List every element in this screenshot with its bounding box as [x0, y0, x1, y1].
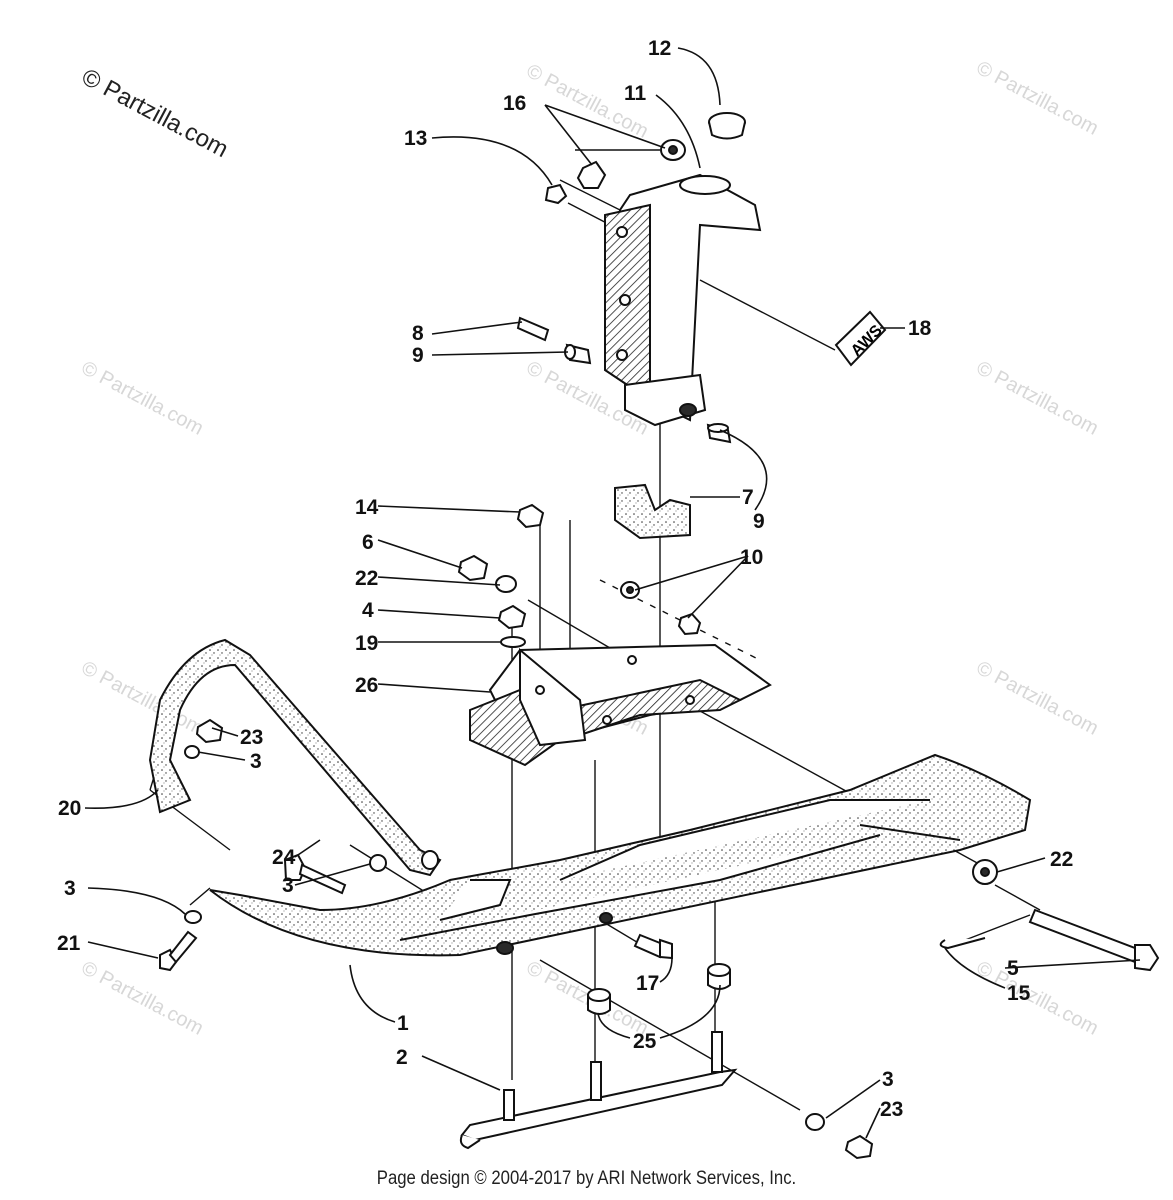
- callout-9b: 9: [753, 510, 765, 533]
- callout-25: 25: [633, 1030, 657, 1053]
- callout-8: 8: [412, 322, 424, 345]
- callout-3a: 3: [250, 750, 262, 773]
- callout-14: 14: [355, 496, 379, 519]
- bushing-9: [564, 343, 592, 365]
- callout-4: 4: [362, 599, 374, 622]
- hardware-stack: [457, 503, 545, 648]
- callout-10: 10: [740, 546, 763, 569]
- callout-5: 5: [1007, 957, 1019, 980]
- callout-2: 2: [396, 1046, 408, 1069]
- callout-18: 18: [908, 317, 932, 340]
- bolt-21: [159, 910, 202, 972]
- callout-19: 19: [355, 632, 378, 655]
- hardware-10: [620, 581, 702, 636]
- callout-23b: 23: [880, 1098, 903, 1121]
- watermark: © Partzilla.com: [78, 957, 207, 1040]
- callout-21: 21: [57, 932, 81, 955]
- callout-3b: 3: [282, 874, 294, 897]
- callout-13: 13: [404, 127, 427, 150]
- callout-17: 17: [636, 972, 659, 995]
- bolt-13: [544, 183, 568, 205]
- plug: [708, 112, 746, 140]
- nut-washer-16: [576, 139, 686, 189]
- ski: [209, 753, 1032, 957]
- leader-lines: [84, 47, 1141, 1139]
- bushing-9b: [706, 423, 732, 444]
- assembly-lines: [149, 149, 1041, 1111]
- bolt-17: [633, 933, 673, 960]
- pin-8: [516, 316, 550, 342]
- ski-saddle: [469, 643, 772, 767]
- callout-3c: 3: [64, 877, 76, 900]
- bottom-hardware: [805, 1113, 874, 1160]
- watermark: © Partzilla.com: [973, 357, 1102, 440]
- bolt-5: [939, 908, 1160, 972]
- footer-copyright: Page design © 2004-2017 by ARI Network S…: [376, 1168, 797, 1189]
- spacers-25: [587, 963, 731, 1015]
- bracket-7: [614, 483, 691, 540]
- callout-24: 24: [272, 846, 296, 869]
- callout-15: 15: [1007, 982, 1031, 1005]
- watermark: © Partzilla.com: [973, 657, 1102, 740]
- watermark-main: © Partzilla.com: [77, 63, 232, 163]
- callout-3d: 3: [882, 1068, 894, 1091]
- washer-22: [972, 859, 998, 885]
- loop-hardware: [184, 718, 224, 759]
- watermark: © Partzilla.com: [78, 357, 207, 440]
- callout-22a: 22: [355, 567, 378, 590]
- callout-6: 6: [362, 531, 374, 554]
- callout-1: 1: [397, 1012, 409, 1035]
- callout-16: 16: [503, 92, 526, 115]
- callout-23a: 23: [240, 726, 263, 749]
- callout-12: 12: [648, 37, 671, 60]
- callout-26: 26: [355, 674, 378, 697]
- wear-bar: [459, 1031, 738, 1150]
- ski-loop: [148, 638, 442, 877]
- watermark: © Partzilla.com: [973, 57, 1102, 140]
- spindle-housing: [603, 173, 762, 427]
- callout-11: 11: [624, 82, 647, 105]
- callout-22b: 22: [1050, 848, 1073, 871]
- callout-20: 20: [58, 797, 81, 820]
- watermark: © Partzilla.com: [973, 957, 1102, 1040]
- callout-7: 7: [742, 486, 754, 509]
- callouts: 12 11 16 13 8 9 18 7 9 14 6 10 22 4 19 2…: [57, 37, 1073, 1121]
- callout-9a: 9: [412, 344, 424, 367]
- aws-decal: AWS: [834, 310, 887, 367]
